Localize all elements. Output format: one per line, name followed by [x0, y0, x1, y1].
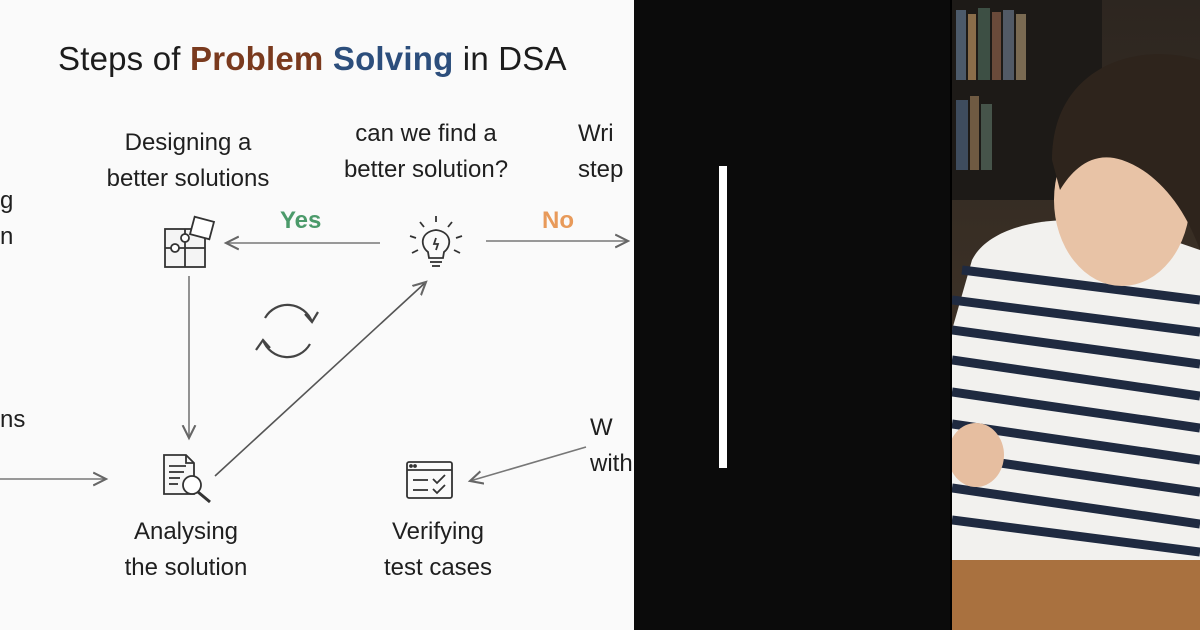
dark-panel: [634, 0, 950, 630]
arrow-analyse-to-idea: [214, 282, 426, 477]
step-verifying-label: Verifying test cases: [383, 518, 493, 581]
photo-panel: [952, 0, 1200, 630]
flow-diagram: [0, 215, 634, 504]
photo-illustration: [952, 0, 1200, 630]
step-find-better-label: can we find a better solution?: [343, 120, 509, 183]
yes-label: Yes: [280, 207, 322, 234]
document-magnifier-icon: [163, 454, 211, 504]
title-problem: Problem: [190, 40, 324, 77]
step-designing-label: Designing a better solutions: [106, 129, 270, 192]
no-label: No: [542, 207, 574, 234]
cycle-icon: [255, 303, 319, 359]
lightbulb-icon: [409, 216, 463, 267]
light-slit: [719, 166, 727, 468]
step-analysing-label: Analysing the solution: [124, 518, 248, 581]
child-figure: [952, 54, 1200, 560]
checklist-window-icon: [406, 461, 453, 499]
arrow-with-to-verify: [470, 446, 587, 481]
title-solving: Solving: [332, 40, 454, 77]
step-with-label-cropped: W with: [590, 414, 633, 477]
step-writing-label-cropped: Wri step: [578, 120, 624, 183]
left-label-cropped-2: ns: [0, 406, 26, 433]
puzzle-icon: [164, 215, 216, 268]
slide-panel: Steps of Problem Solving in DSA Designin…: [0, 0, 634, 630]
left-label-cropped-1: g n: [0, 187, 14, 250]
slide-title: Steps of Problem Solving in DSA: [58, 40, 567, 77]
